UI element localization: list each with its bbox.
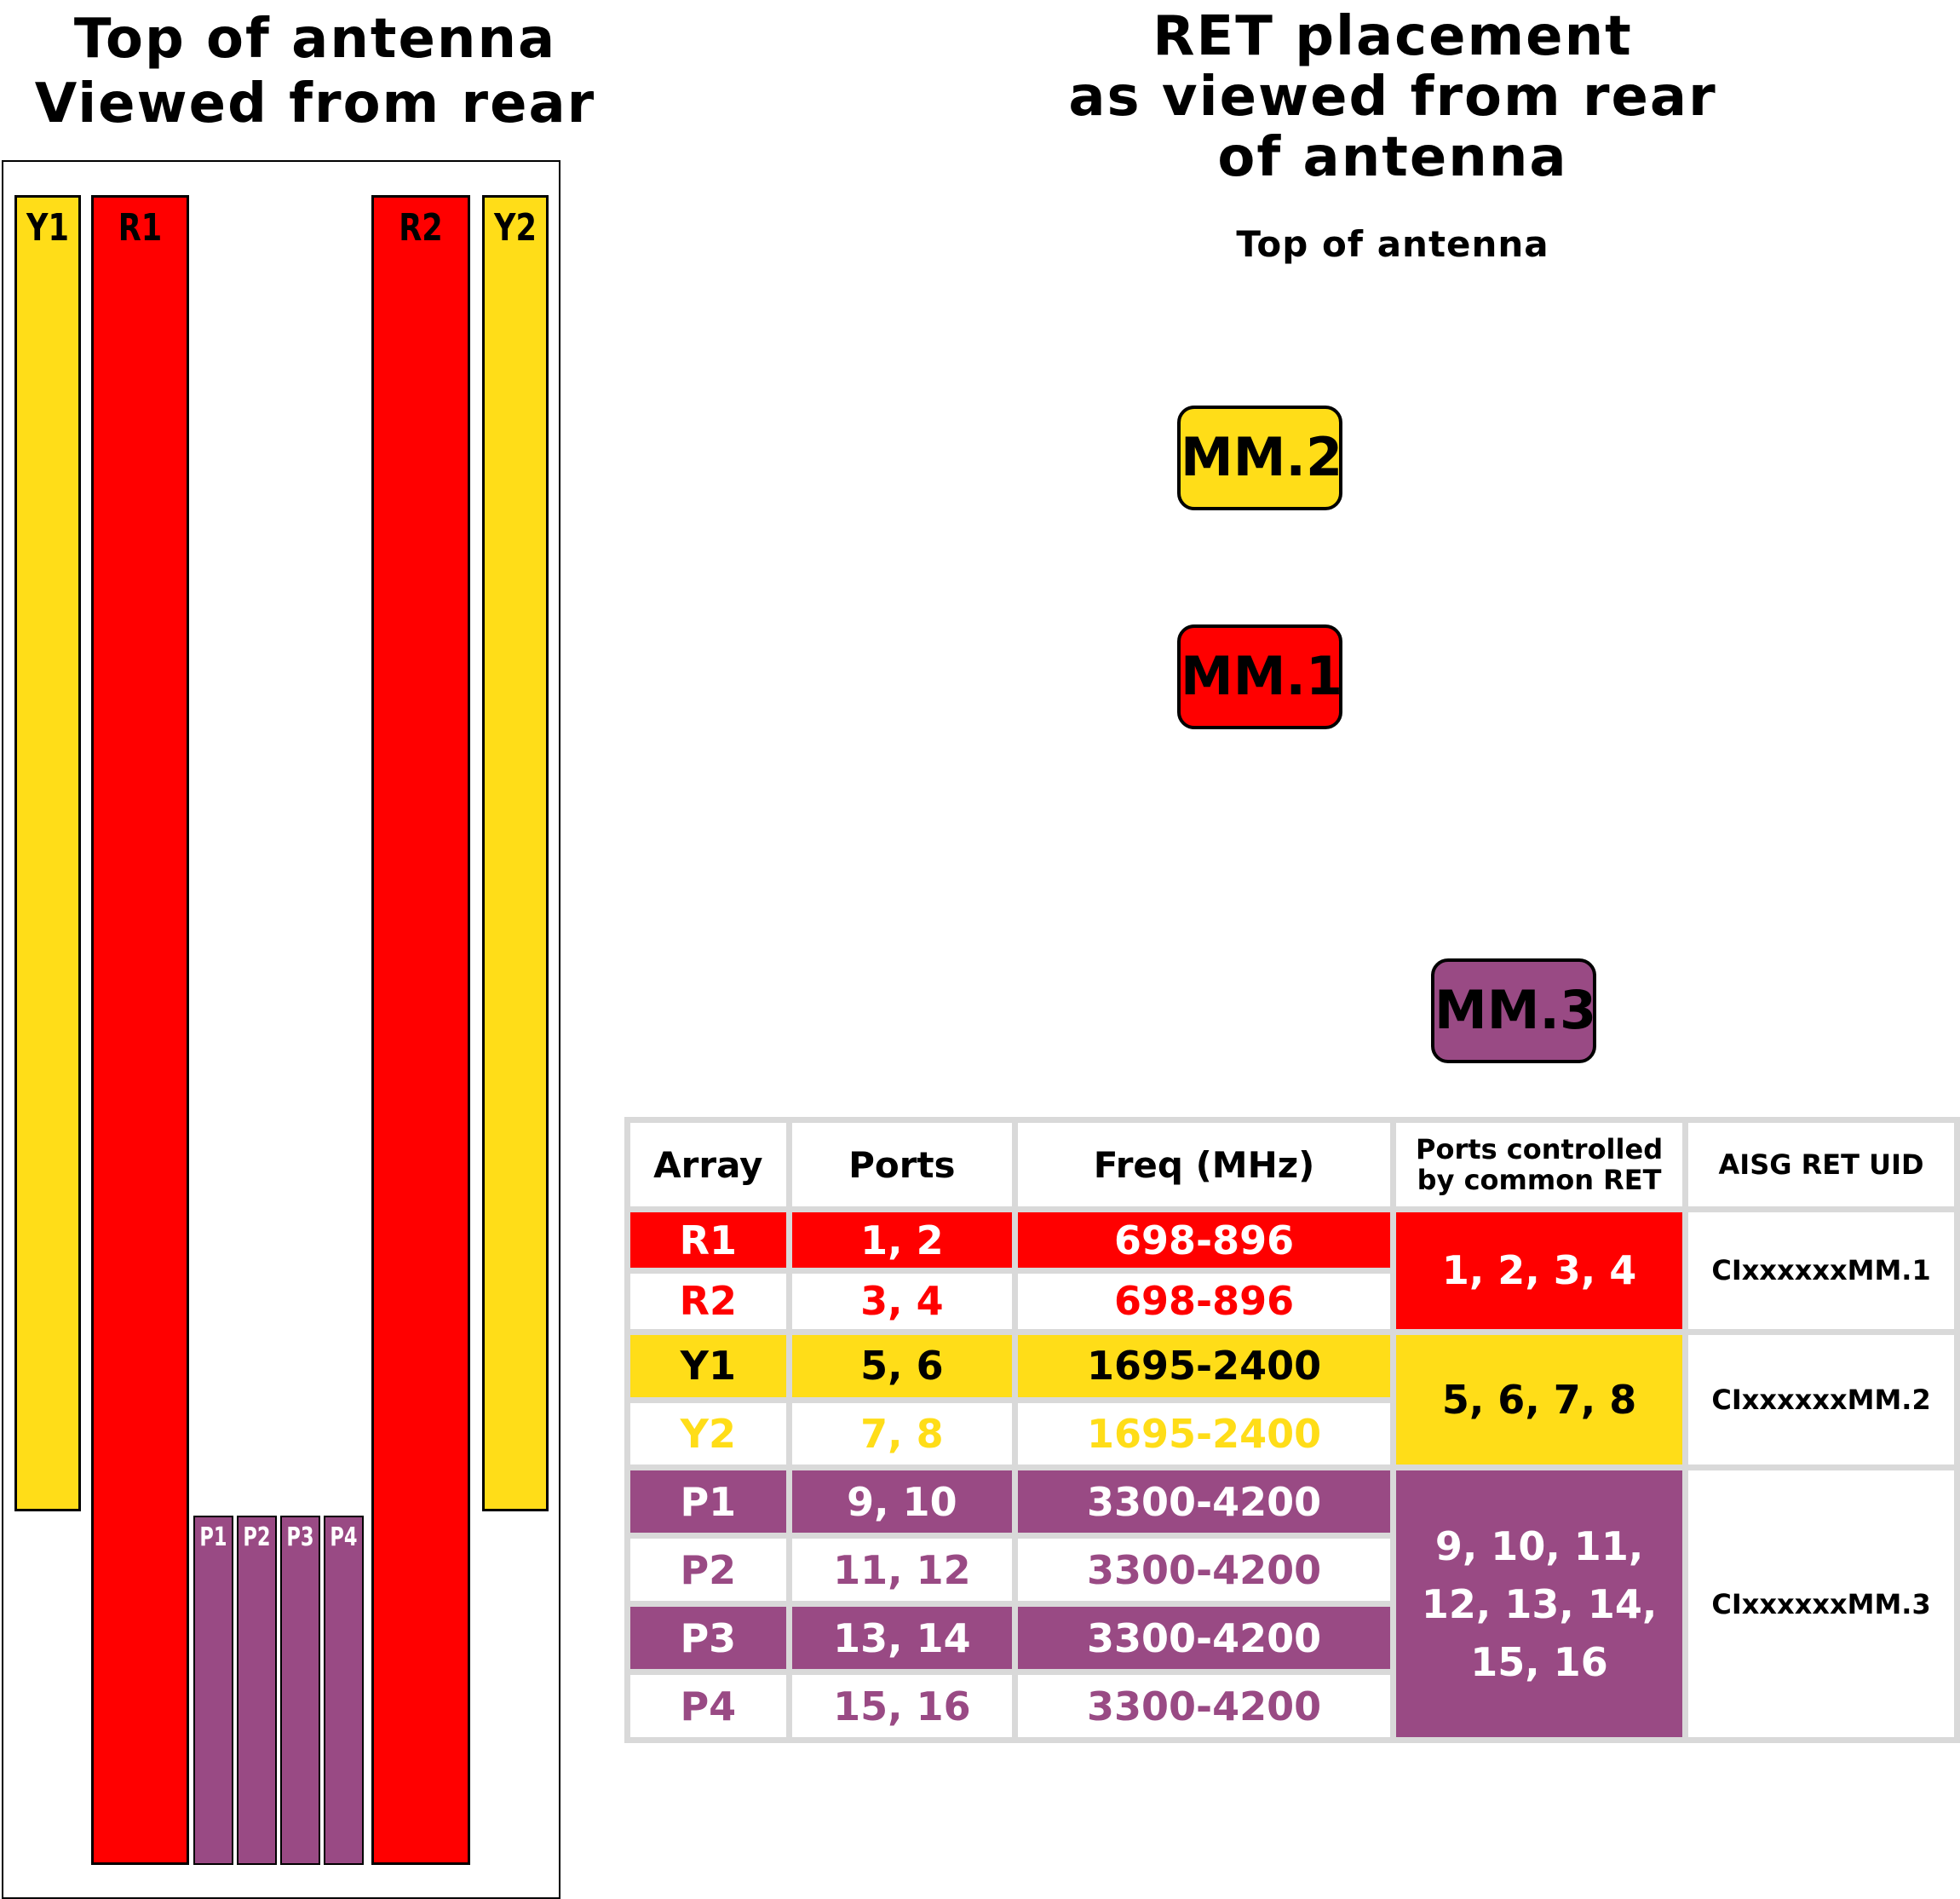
array-strip-p3-label: P3 <box>286 1522 314 1552</box>
array-cell: P1 <box>630 1470 786 1534</box>
right-title-line-3: of antenna <box>1217 126 1568 189</box>
ports-cell: 11, 12 <box>791 1539 1013 1602</box>
array-strip-p4-label: P4 <box>330 1522 358 1552</box>
table-header-row: Array Ports Freq (MHz) Ports controlled … <box>630 1123 1954 1207</box>
header-common-ret-line-2: by common RET <box>1417 1164 1662 1197</box>
array-cell: P4 <box>630 1675 786 1737</box>
common-ret-line: 15, 16 <box>1470 1638 1608 1685</box>
array-cell: R1 <box>630 1212 786 1268</box>
table-row: P2 11, 12 3300-4200 <box>630 1539 1954 1602</box>
array-strip-y2-label: Y2 <box>494 206 537 250</box>
common-ret-line: 9, 10, 11, <box>1434 1522 1644 1569</box>
table-row: P1 9, 10 3300-4200 9, 10, 11, 12, 13, 14… <box>630 1470 1954 1737</box>
ret-unit-mm2: MM.2 <box>1177 406 1342 510</box>
common-ret-cell: 1, 2, 3, 4 <box>1396 1212 1683 1329</box>
right-title: RET placement as viewed from rear of ant… <box>1052 7 1733 188</box>
array-strip-r2-label: R2 <box>399 206 443 250</box>
header-common-ret-line-1: Ports controlled <box>1416 1133 1664 1166</box>
array-strip-r2: R2 <box>371 195 470 1865</box>
uid-cell: CIxxxxxxMM.1 <box>1688 1212 1954 1329</box>
left-title: Top of antenna Viewed from rear <box>0 7 630 136</box>
freq-cell: 698-896 <box>1018 1273 1391 1329</box>
right-title-line-2: as viewed from rear <box>1068 66 1717 129</box>
ports-cell: 13, 14 <box>791 1607 1013 1670</box>
array-strip-p1: P1 <box>193 1516 233 1865</box>
ports-cell: 3, 4 <box>791 1273 1013 1329</box>
header-freq: Freq (MHz) <box>1018 1123 1391 1207</box>
header-array: Array <box>630 1123 786 1207</box>
freq-cell: 1695-2400 <box>1018 1334 1391 1397</box>
table-row: P4 15, 16 3300-4200 <box>630 1675 1954 1737</box>
ret-unit-mm1: MM.1 <box>1177 624 1342 729</box>
array-cell: P3 <box>630 1607 786 1670</box>
header-ports: Ports <box>791 1123 1013 1207</box>
table-row: Y1 5, 6 1695-2400 5, 6, 7, 8 CIxxxxxxMM.… <box>630 1334 1954 1465</box>
ports-cell: 15, 16 <box>791 1675 1013 1737</box>
left-title-line-1: Top of antenna <box>73 8 557 71</box>
freq-cell: 3300-4200 <box>1018 1607 1391 1670</box>
ports-cell: 7, 8 <box>791 1402 1013 1465</box>
array-strip-p2-label: P2 <box>243 1522 271 1552</box>
array-cell: Y1 <box>630 1334 786 1397</box>
ret-unit-mm3: MM.3 <box>1431 958 1596 1063</box>
common-ret-line: 12, 13, 14, <box>1421 1580 1658 1627</box>
freq-cell: 3300-4200 <box>1018 1675 1391 1737</box>
array-cell: Y2 <box>630 1402 786 1465</box>
array-cell: P2 <box>630 1539 786 1602</box>
header-uid: AISG RET UID <box>1688 1123 1954 1207</box>
array-strip-y2: Y2 <box>482 195 549 1511</box>
ports-cell: 9, 10 <box>791 1470 1013 1534</box>
array-cell: R2 <box>630 1273 786 1329</box>
uid-cell: CIxxxxxxMM.2 <box>1688 1334 1954 1465</box>
ports-cell: 1, 2 <box>791 1212 1013 1268</box>
header-common-ret: Ports controlled by common RET <box>1396 1123 1683 1207</box>
array-strip-r1-label: R1 <box>118 206 163 250</box>
table-row: Y2 7, 8 1695-2400 <box>630 1402 1954 1465</box>
common-ret-cell: 9, 10, 11, 12, 13, 14, 15, 16 <box>1396 1470 1683 1737</box>
ret-top-label: Top of antenna <box>1236 223 1549 265</box>
array-strip-p1-label: P1 <box>199 1522 227 1552</box>
common-ret-cell: 5, 6, 7, 8 <box>1396 1334 1683 1465</box>
freq-cell: 3300-4200 <box>1018 1539 1391 1602</box>
array-strip-p4: P4 <box>324 1516 364 1865</box>
right-title-line-1: RET placement <box>1152 5 1633 68</box>
freq-cell: 1695-2400 <box>1018 1402 1391 1465</box>
freq-cell: 3300-4200 <box>1018 1470 1391 1534</box>
array-strip-p3: P3 <box>280 1516 320 1865</box>
array-strip-y1-label: Y1 <box>26 206 69 250</box>
uid-cell: CIxxxxxxMM.3 <box>1688 1470 1954 1737</box>
array-strip-p2: P2 <box>237 1516 277 1865</box>
freq-cell: 698-896 <box>1018 1212 1391 1268</box>
table-row: R2 3, 4 698-896 <box>630 1273 1954 1329</box>
array-strip-y1: Y1 <box>14 195 81 1511</box>
table-row: R1 1, 2 698-896 1, 2, 3, 4 CIxxxxxxMM.1 <box>630 1212 1954 1329</box>
port-table: Array Ports Freq (MHz) Ports controlled … <box>624 1117 1960 1743</box>
array-strip-r1: R1 <box>91 195 189 1865</box>
left-title-line-2: Viewed from rear <box>34 72 596 135</box>
table-row: P3 13, 14 3300-4200 <box>630 1607 1954 1670</box>
ports-cell: 5, 6 <box>791 1334 1013 1397</box>
